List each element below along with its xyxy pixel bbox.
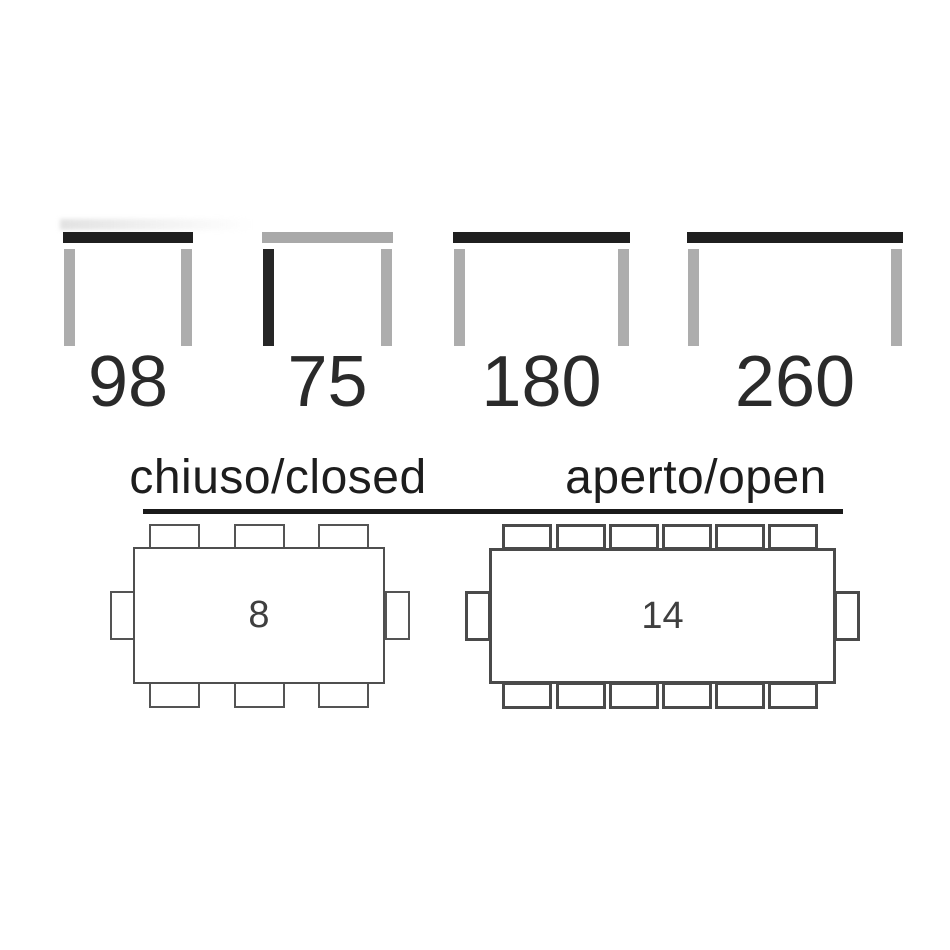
side-view-260: 260 xyxy=(687,218,903,428)
seat-count: 8 xyxy=(248,594,270,636)
table-leg-right xyxy=(891,249,902,346)
table-leg-right xyxy=(618,249,629,346)
table-surface: 8 xyxy=(133,547,385,684)
table-leg-left xyxy=(263,249,274,346)
chair xyxy=(465,591,491,641)
dimension-label: 260 xyxy=(734,342,856,422)
chair xyxy=(715,682,765,709)
chair xyxy=(556,524,606,550)
tabletop-bar xyxy=(687,232,903,243)
chair xyxy=(768,682,818,709)
tabletop-bar xyxy=(262,232,393,243)
table-leg-left xyxy=(454,249,465,346)
chair xyxy=(768,524,818,550)
chair xyxy=(318,524,369,549)
chair xyxy=(149,682,200,708)
tabletop-bar xyxy=(453,232,630,243)
table-leg-left xyxy=(64,249,75,346)
chair xyxy=(609,524,659,550)
table-leg-left xyxy=(688,249,699,346)
chair xyxy=(385,591,410,640)
table-leg-right xyxy=(381,249,392,346)
chair xyxy=(556,682,606,709)
seat-count: 14 xyxy=(641,594,684,637)
section-divider-line xyxy=(143,509,843,514)
side-view-75: 75 xyxy=(262,218,393,428)
tabletop-bar xyxy=(63,232,193,243)
table-leg-right xyxy=(181,249,192,346)
chair xyxy=(715,524,765,550)
chair xyxy=(609,682,659,709)
chair xyxy=(318,682,369,708)
closed-state-label: chiuso/closed xyxy=(129,451,427,504)
shadow-artifact xyxy=(60,219,252,230)
closed-table-plan: 8 xyxy=(110,524,410,710)
chair xyxy=(234,524,285,549)
dimension-label: 180 xyxy=(481,342,602,422)
dimension-label: 75 xyxy=(287,342,368,422)
chair xyxy=(662,682,712,709)
open-state-label: aperto/open xyxy=(565,451,827,504)
chair xyxy=(234,682,285,708)
open-table-plan: 14 xyxy=(465,524,860,710)
chair xyxy=(834,591,860,641)
dimension-label: 98 xyxy=(87,342,169,422)
chair xyxy=(110,591,135,640)
chair xyxy=(502,682,552,709)
chair xyxy=(662,524,712,550)
side-view-98: 98 xyxy=(60,218,252,428)
chair xyxy=(149,524,200,549)
side-view-180: 180 xyxy=(453,218,630,428)
chair xyxy=(502,524,552,550)
table-surface: 14 xyxy=(489,548,836,684)
